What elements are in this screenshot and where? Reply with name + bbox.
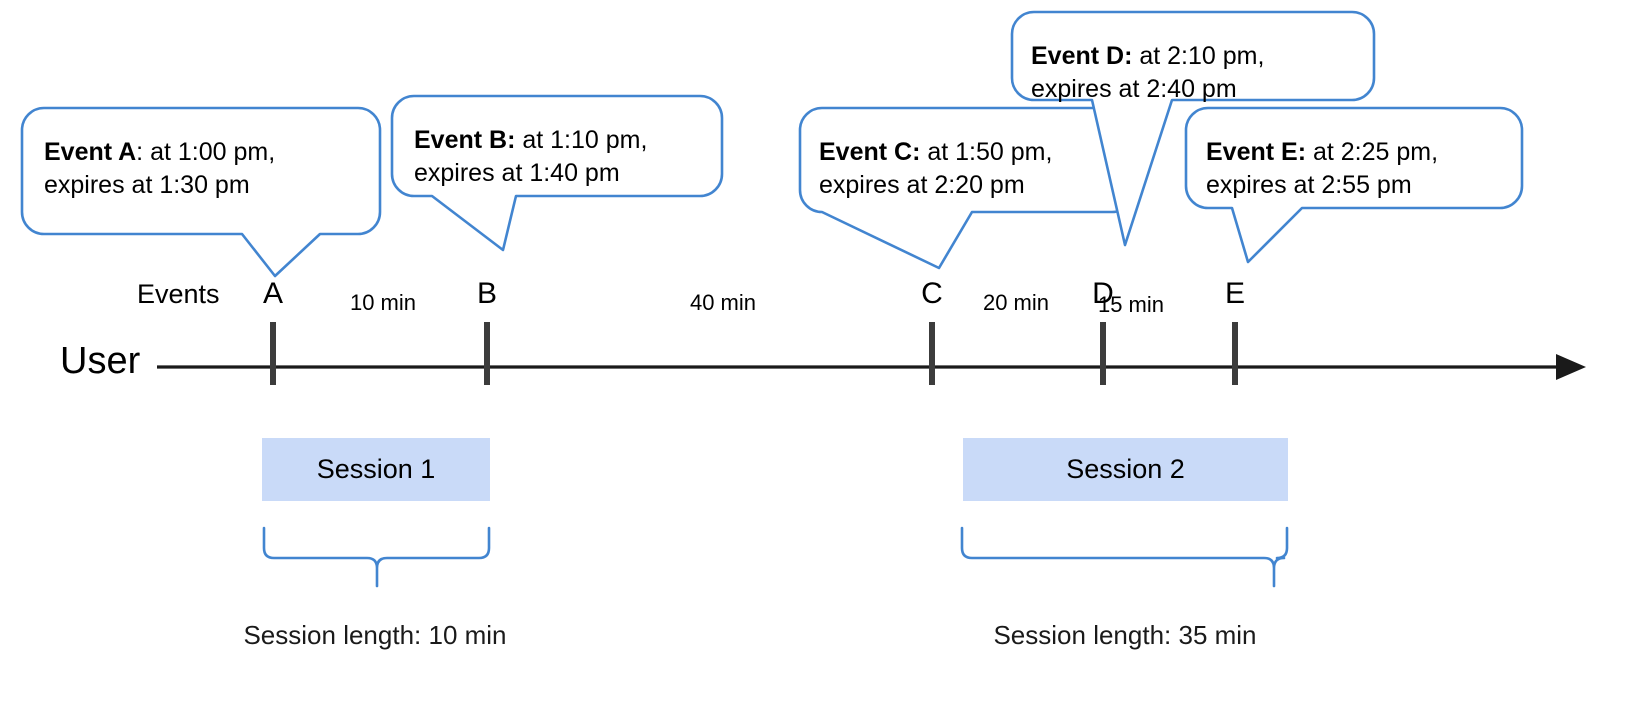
marker-label-d: D (1092, 277, 1114, 310)
session-2-brace (960, 526, 1289, 588)
lane-label-user: User (60, 340, 141, 382)
session-1-brace (262, 526, 491, 588)
gap-label-b-c: 40 min (689, 290, 757, 315)
timeline-ticks (270, 322, 1238, 385)
marker-label-e: E (1224, 277, 1245, 310)
gap-label-c-d: 20 min (982, 290, 1050, 315)
callout-b-line2: expires at 1:40 pm (414, 159, 620, 187)
gap-label-a-b: 10 min (349, 290, 417, 315)
callout-b-event-label: Event B: (414, 126, 516, 154)
session-bar-1[interactable]: Session 1 (262, 438, 490, 501)
gap-label-d-e: 15 min (1097, 292, 1165, 317)
callout-c-line1: at 1:50 pm, (927, 138, 1053, 166)
callout-text-d: Event D: at 2:10 pm, expires at 2:40 pm (1031, 40, 1264, 106)
session-bar-2[interactable]: Session 2 (963, 438, 1288, 501)
marker-label-b: B (476, 277, 497, 310)
session-1-length-caption: Session length: 10 min (243, 620, 507, 650)
callout-d-line1: at 2:10 pm, (1139, 42, 1265, 70)
callout-text-e: Event E: at 2:25 pm, expires at 2:55 pm (1206, 136, 1438, 202)
callout-text-c: Event C: at 1:50 pm, expires at 2:20 pm (819, 136, 1052, 202)
callout-text-a: Event A: at 1:00 pm, expires at 1:30 pm (44, 136, 275, 202)
timeline-axis (157, 354, 1586, 380)
callout-e-line2: expires at 2:55 pm (1206, 171, 1412, 199)
callout-d-line2: expires at 2:40 pm (1031, 75, 1237, 103)
callout-d-event-label: Event D: (1031, 42, 1133, 70)
session-2-length-caption: Session length: 35 min (993, 620, 1257, 650)
session-2-label: Session 2 (1066, 454, 1185, 484)
marker-label-c: C (921, 277, 943, 310)
session-1-label: Session 1 (316, 454, 436, 484)
callout-a-line2: expires at 1:30 pm (44, 171, 250, 199)
marker-label-a: A (262, 277, 283, 310)
callout-c-line2: expires at 2:20 pm (819, 171, 1025, 199)
row-label-events: Events (137, 279, 220, 309)
callout-b-line1: at 1:10 pm, (522, 126, 648, 154)
callout-a-sep: : (136, 138, 151, 166)
callout-text-b: Event B: at 1:10 pm, expires at 1:40 pm (414, 124, 647, 190)
callout-e-event-label: Event E: (1206, 138, 1307, 166)
callout-e-sep (1306, 138, 1313, 166)
callout-c-event-label: Event C: (819, 138, 921, 166)
callout-a-event-label: Event A (44, 138, 137, 166)
callout-a-line1: at 1:00 pm, (150, 138, 276, 166)
callout-e-line1: at 2:25 pm, (1312, 138, 1439, 166)
